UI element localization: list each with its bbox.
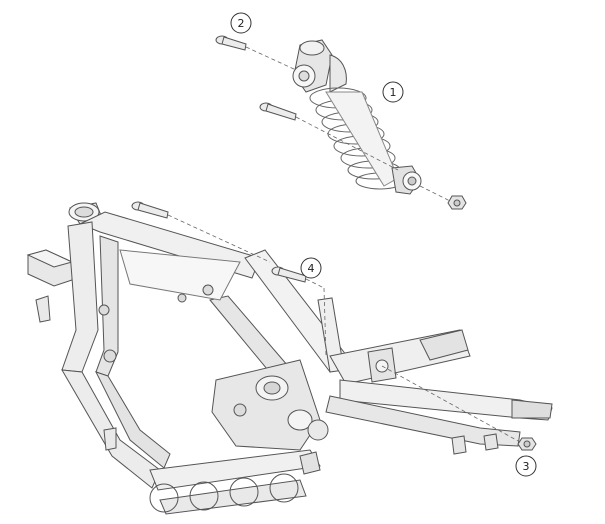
- bolt-top-mount: [215, 35, 247, 51]
- callout-4: 4: [300, 257, 322, 279]
- bolt-shock-lower-left: [259, 102, 297, 121]
- callout-2-label: 2: [238, 17, 245, 30]
- motorcycle-frame: [26, 202, 553, 515]
- alignment-lines-frame: [167, 214, 521, 443]
- callout-3-label: 3: [523, 460, 530, 473]
- alignment-lines-shock: [245, 46, 451, 202]
- callout-1-label: 1: [390, 86, 397, 99]
- shock-absorber: [292, 39, 422, 195]
- callout-2: 2: [230, 12, 252, 34]
- bolt-frame-shock-mount: [271, 266, 307, 283]
- callout-4-label: 4: [308, 262, 315, 275]
- bolt-frame-upper: [131, 201, 169, 219]
- nut-frame-rear: [517, 437, 537, 451]
- callout-3: 3: [515, 455, 537, 477]
- callout-1: 1: [382, 81, 404, 103]
- nut-shock-bottom: [447, 195, 467, 210]
